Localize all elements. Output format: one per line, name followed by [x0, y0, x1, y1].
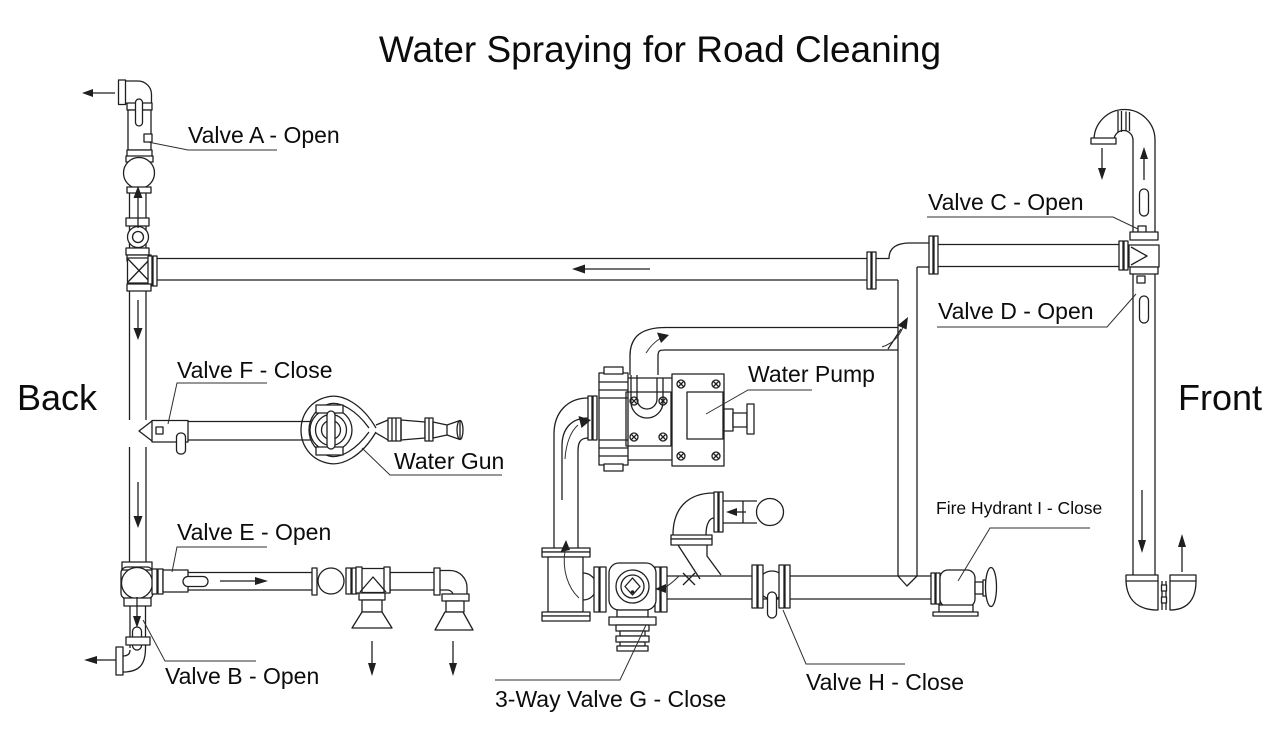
water-gun — [300, 395, 464, 465]
valve-f-label: Valve F - Close — [177, 357, 333, 383]
riser-miter — [887, 328, 902, 350]
flow-arrow-riser-up — [881, 317, 908, 348]
flow-arrow-valve-e-right — [220, 577, 268, 585]
leader-fire-hydrant — [957, 527, 1090, 582]
bottom-manifold-pipe — [667, 575, 933, 600]
flow-arrow-front-top-down — [1098, 148, 1106, 180]
front-label: Front — [1178, 377, 1262, 418]
valve-c-label: Valve C - Open — [928, 189, 1084, 215]
back-tee — [126, 254, 158, 292]
back-top-outlet-flange — [117, 79, 127, 106]
valve-a-label: Valve A - Open — [188, 122, 340, 148]
valve-a — [126, 98, 153, 158]
spray-nozzle-1 — [351, 592, 393, 629]
flow-arrow-front-bottom-down — [1138, 490, 1146, 553]
port-cap — [755, 497, 785, 527]
flow-arrow-suction-up — [560, 540, 580, 599]
flow-arrow-pump-inlet — [564, 416, 591, 460]
pump-shaft — [723, 408, 734, 432]
hose-coupling — [615, 624, 650, 652]
valve-d — [1136, 275, 1150, 324]
flow-arrow-back-down-1 — [133, 300, 143, 340]
flow-arrow-front-top-up — [1140, 147, 1148, 180]
valve-d-label: Valve D - Open — [938, 298, 1094, 324]
spray-nozzle-2 — [434, 593, 474, 631]
fire-hydrant-label: Fire Hydrant I - Close — [936, 498, 1102, 518]
flow-arrow-spray-2-down — [449, 641, 457, 676]
leader-water-gun — [361, 447, 502, 476]
flow-arrow-into-valve-g — [655, 575, 680, 593]
valve-b-label: Valve B - Open — [165, 663, 319, 689]
fill-port — [670, 491, 785, 586]
center-riser-pipe — [887, 267, 918, 587]
suction-tee — [541, 547, 598, 622]
valve-g-label: 3-Way Valve G - Close — [495, 686, 726, 712]
leader-valve-g — [495, 624, 647, 681]
pump-bolts — [629, 396, 668, 442]
leader-valve-e — [171, 546, 267, 573]
valve-e-handle — [182, 575, 209, 588]
valve-h-handle — [766, 591, 778, 619]
valve-b — [125, 636, 151, 646]
flow-arrow-back-up — [133, 186, 143, 228]
diagram-title: Water Spraying for Road Cleaning — [379, 29, 941, 70]
leader-valve-d — [937, 293, 1137, 328]
pump-discharge-pipe — [629, 326, 898, 419]
flow-arrow-spray-1-down — [368, 641, 376, 676]
valve-f-handle — [175, 432, 187, 455]
valve-b-branch — [115, 597, 152, 676]
leader-lines — [142, 141, 1139, 681]
front-bottom-u-bend — [1125, 574, 1197, 611]
hydrant-handwheel — [984, 566, 998, 608]
valve-e-label: Valve E - Open — [177, 519, 331, 545]
flow-arrow-main-left — [572, 264, 650, 274]
water-pump — [587, 366, 755, 472]
flow-arrow-pump-discharge — [645, 332, 669, 354]
back-label: Back — [17, 377, 98, 418]
valve-a-stem — [134, 98, 144, 127]
flow-arrow-front-bottom-up — [1178, 534, 1186, 572]
water-gun-label: Water Gun — [394, 448, 504, 474]
three-way-valve-g — [593, 562, 668, 652]
riser-bottom-miter — [897, 575, 918, 587]
leader-valve-c — [927, 216, 1139, 230]
flow-arrow-back-top-left — [82, 89, 115, 97]
valve-h — [751, 564, 791, 619]
valve-f-branch — [138, 395, 464, 465]
main-transfer-pipe — [157, 235, 1119, 290]
flow-arrow-back-down-2 — [133, 482, 143, 528]
valve-f-miter — [138, 420, 153, 442]
flow-arrow-back-bottom-left — [84, 656, 116, 664]
leader-valve-b — [142, 619, 256, 662]
flow-arrows — [82, 89, 1186, 676]
ball-joint — [122, 156, 156, 190]
sight-glass — [126, 225, 150, 249]
valve-e-branch — [120, 561, 474, 631]
flow-arrow-fill-port-left — [726, 508, 746, 516]
leader-valve-h — [782, 609, 905, 665]
front-tee — [1118, 240, 1160, 275]
water-pump-label: Water Pump — [748, 361, 875, 387]
front-top-outlet-flange — [1090, 137, 1117, 145]
flow-arrow-valve-b-down — [133, 597, 141, 628]
valve-h-label: Valve H - Close — [806, 669, 964, 695]
valve-c — [1129, 188, 1159, 241]
leader-valve-f — [167, 382, 267, 425]
leader-valve-a — [147, 141, 277, 151]
fire-hydrant-i — [930, 566, 998, 617]
water-gun-nozzle — [387, 417, 402, 442]
front-riser-pipe — [1090, 108, 1197, 611]
leader-water-pump — [705, 389, 812, 415]
